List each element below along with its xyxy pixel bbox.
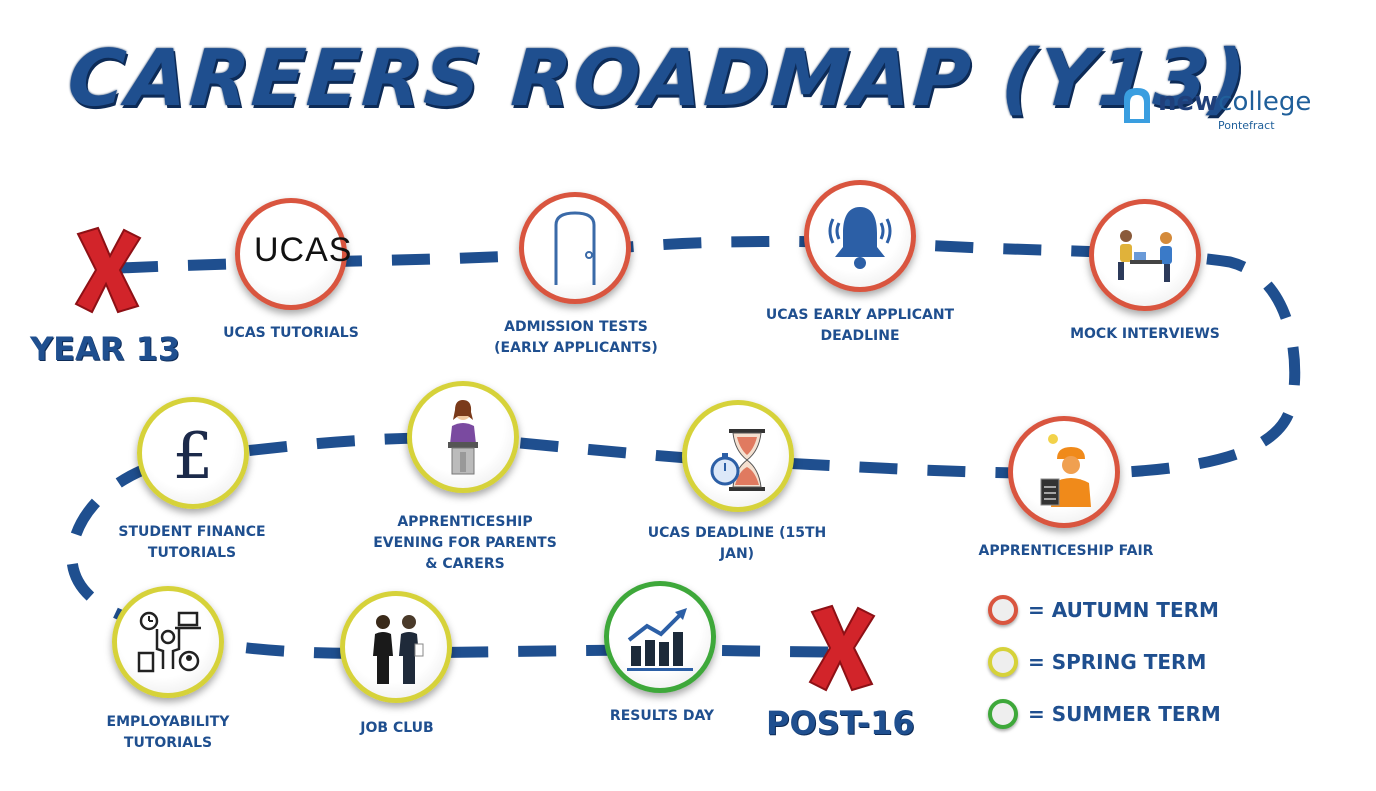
hourglass-icon: [710, 429, 765, 491]
milestone-employability: [112, 586, 224, 698]
worker-icon: [1040, 434, 1091, 507]
milestone-label: UCAS TUTORIALS: [223, 325, 359, 341]
legend-summer-swatch: [988, 699, 1018, 729]
start-label: YEAR 13: [30, 330, 181, 368]
milestone-label: ADMISSION TESTS (EARLY APPLICANTS): [494, 319, 658, 356]
milestone-apprenticeship-fair: [1008, 416, 1120, 528]
end-label: POST-16: [766, 704, 915, 742]
milestone-job-club: [340, 591, 452, 703]
legend-autumn-swatch: [988, 595, 1018, 625]
pound-icon: £: [173, 420, 214, 494]
milestone-ucas-early-deadline: [804, 180, 916, 292]
start-x-icon: [74, 226, 142, 314]
bell-icon: [828, 207, 892, 269]
milestone-label: APPRENTICESHIP EVENING FOR PARENTS & CAR…: [373, 514, 557, 572]
legend-summer: = SUMMER TERM: [988, 696, 1221, 732]
business-people-icon: [373, 615, 424, 684]
milestone-label: APPRENTICESHIP FAIR: [978, 543, 1154, 559]
svg-text:£: £: [173, 420, 214, 494]
milestone-label: MOCK INTERVIEWS: [1070, 326, 1220, 342]
logo-location: Pontefract: [1218, 119, 1275, 132]
legend-spring-text: = SPRING TERM: [1028, 650, 1207, 674]
legend-summer-text: = SUMMER TERM: [1028, 702, 1221, 726]
milestone-mock-interviews: [1089, 199, 1201, 311]
logo-wordmark: newcollege: [1158, 87, 1312, 117]
ucas-logo-icon: UCAS: [254, 231, 353, 269]
legend-autumn: = AUTUMN TERM: [988, 592, 1219, 628]
legend-autumn-text: = AUTUMN TERM: [1028, 598, 1219, 622]
legend-spring: = SPRING TERM: [988, 644, 1206, 680]
growth-chart-icon: [627, 608, 693, 671]
milestone-label: RESULTS DAY: [609, 708, 715, 724]
milestone-apprenticeship-evening: [407, 381, 519, 493]
page-title: CAREERS ROADMAP (Y13): [64, 34, 1251, 124]
college-logo-mark-icon: [1124, 88, 1150, 123]
milestone-ucas-tutorials: UCAS: [235, 198, 351, 310]
milestone-label: UCAS EARLY APPLICANT DEADLINE: [765, 307, 955, 344]
milestone-label: EMPLOYABILITY TUTORIALS: [106, 714, 230, 751]
milestone-ucas-deadline: [682, 400, 794, 512]
milestone-admission-tests: [519, 192, 631, 304]
new-college-logo: newcollege Pontefract: [1120, 85, 1320, 135]
milestone-results-day: [604, 581, 716, 693]
milestone-label: UCAS DEADLINE (15TH JAN): [647, 525, 827, 562]
speaker-podium-icon: [448, 400, 478, 475]
door-icon: [554, 211, 596, 285]
milestone-student-finance: £: [137, 397, 249, 509]
milestone-label: JOB CLUB: [360, 720, 434, 736]
milestone-label: STUDENT FINANCE TUTORIALS: [118, 524, 266, 561]
end-x-icon: [808, 604, 876, 692]
employability-icon: [137, 611, 201, 673]
interview-icon: [1118, 230, 1172, 282]
legend-spring-swatch: [988, 647, 1018, 677]
